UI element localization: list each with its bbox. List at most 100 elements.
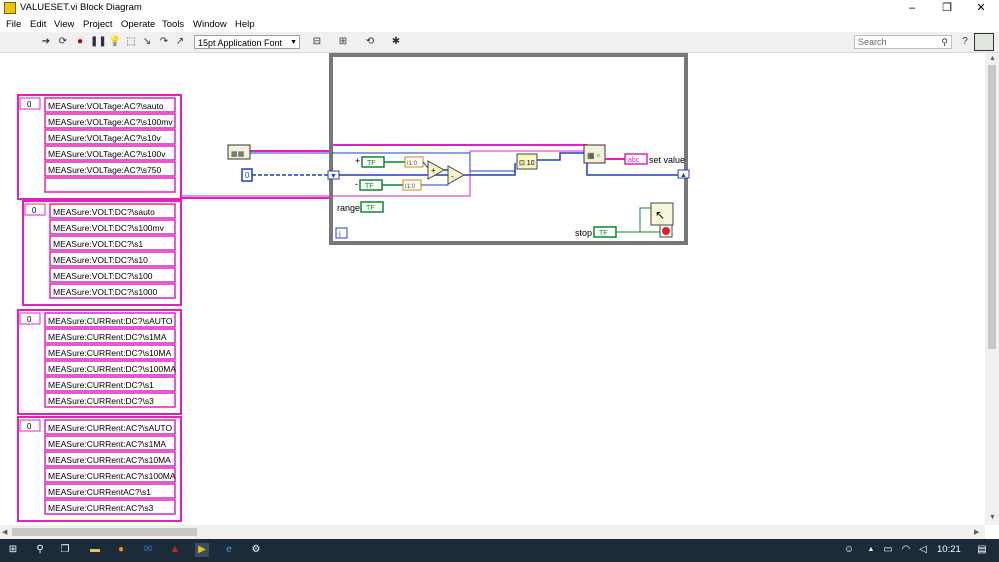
string-element[interactable] [44,435,176,451]
step-into-icon[interactable]: ↘ [142,36,152,47]
outlook-icon[interactable]: ✉ [143,544,153,555]
string-element[interactable] [44,161,176,177]
run-arrow-icon[interactable]: ➔ [41,36,51,47]
vertical-scroll-thumb[interactable] [988,65,996,349]
string-element[interactable] [44,451,176,467]
retain-wire-values-icon[interactable]: ⬚ [126,36,136,47]
string-element[interactable] [44,113,176,129]
string-element[interactable] [49,219,176,235]
range-bool-terminal[interactable] [360,201,384,213]
string-element[interactable] [44,129,176,145]
search-input[interactable]: Search ⚲ [854,35,952,49]
align-objects-icon[interactable]: ⊟ [312,36,322,47]
string-element[interactable] [44,344,176,360]
cleanup-diagram-icon[interactable]: ✱ [391,36,401,47]
subtract-node[interactable] [447,165,466,185]
wifi-icon[interactable]: ◠ [901,544,911,555]
horizontal-scroll-thumb[interactable] [12,528,197,536]
horizontal-scrollbar[interactable]: ◀ ▶ [0,525,985,539]
index-array-node-2[interactable] [583,144,606,164]
menu-file[interactable]: File [6,19,22,30]
battery-icon[interactable]: ▭ [883,544,893,555]
firefox-icon[interactable]: ● [117,544,125,555]
vertical-scrollbar[interactable]: ▲ ▼ [985,53,999,525]
string-element-text: MEASure:VOLTage:AC?\s100mv [48,117,173,127]
acrobat-icon[interactable]: ▲ [170,544,180,555]
task-view-icon[interactable]: ❐ [60,544,70,555]
bool-wire [616,207,651,233]
notifications-icon[interactable]: ▤ [977,544,987,555]
reorder-icon[interactable]: ⟲ [365,36,375,47]
maximize-button[interactable]: ❐ [942,2,952,14]
step-over-icon[interactable]: ↷ [159,36,169,47]
scroll-up-icon[interactable]: ▲ [989,55,996,62]
menu-project[interactable]: Project [83,19,113,30]
font-select[interactable]: 15pt Application Font ▼ [194,35,300,49]
array-index-display[interactable] [24,203,46,216]
labview-taskbar-icon[interactable]: ▶ [195,543,209,557]
range-label: range [337,203,360,213]
people-icon[interactable]: ☺ [843,544,855,555]
string-element[interactable] [44,419,176,435]
array-index-display[interactable] [19,419,41,432]
array-index-display[interactable] [19,97,41,110]
string-element[interactable] [44,499,176,515]
menu-window[interactable]: Window [193,19,227,30]
string-element[interactable] [44,97,176,113]
string-element[interactable] [44,360,176,376]
file-explorer-icon[interactable]: ▬ [90,544,100,555]
search-icon[interactable]: ⚲ [36,544,44,555]
app-icon[interactable]: ⚙ [251,544,261,555]
string-element[interactable] [44,376,176,392]
string-element-text: MEASure:VOLT:DC?\s10 [53,255,148,265]
string-element[interactable] [49,251,176,267]
string-element[interactable] [44,467,176,483]
array-index-display[interactable] [19,312,41,325]
start-icon[interactable]: ⊞ [8,544,18,555]
add-node[interactable] [427,160,446,180]
close-button[interactable]: ✕ [976,2,986,14]
help-icon[interactable]: ? [962,36,968,47]
string-element[interactable] [49,203,176,219]
menu-help[interactable]: Help [235,19,255,30]
index-array-node[interactable] [227,144,251,160]
string-element-text: MEASure:CURRent:DC?\s10MA [48,348,172,358]
edge-icon[interactable]: e [226,544,232,555]
step-out-icon[interactable]: ↗ [175,36,185,47]
menu-edit[interactable]: Edit [30,19,47,30]
string-element[interactable] [44,392,176,408]
string-element[interactable] [44,328,176,344]
scroll-down-icon[interactable]: ▼ [989,514,996,521]
string-element-text: MEASure:VOLTage:AC?\sauto [48,101,164,111]
string-element-text: MEASure:VOLT:DC?\s100mv [53,223,165,233]
distribute-objects-icon[interactable]: ⊞ [338,36,348,47]
string-element-text: MEASure:VOLT:DC?\sauto [53,207,155,217]
string-element[interactable] [49,267,176,283]
menu-tools[interactable]: Tools [162,19,185,30]
string-element[interactable] [44,145,176,161]
minimize-button[interactable]: – [908,2,916,14]
menu-view[interactable]: View [54,19,75,30]
string-element-text: MEASure:CURRent:AC?\s3 [48,503,154,513]
string-element[interactable] [49,283,176,299]
scroll-right-icon[interactable]: ▶ [974,529,980,536]
string-element[interactable] [49,235,176,251]
pause-icon[interactable]: ❚❚ [90,36,107,47]
while-loop[interactable] [329,53,688,245]
array-index-value: 0 [32,206,37,215]
set-value-string-indicator[interactable] [624,153,648,165]
run-continuously-icon[interactable]: ⟳ [58,36,68,47]
vi-icon[interactable] [974,33,994,51]
string-element[interactable] [44,483,176,499]
abort-icon[interactable]: ● [76,36,84,47]
string-element[interactable] [44,177,176,193]
highlight-execution-icon[interactable]: 💡 [108,36,122,47]
volume-icon[interactable]: ◁ [919,544,927,555]
menu-operate[interactable]: Operate [121,19,156,30]
scroll-left-icon[interactable]: ◀ [2,529,8,536]
numeric-wire [586,163,678,176]
show-hidden-icons-icon[interactable]: ▲ [867,546,875,553]
string-element[interactable] [44,312,176,328]
in-range-node[interactable] [516,153,538,170]
